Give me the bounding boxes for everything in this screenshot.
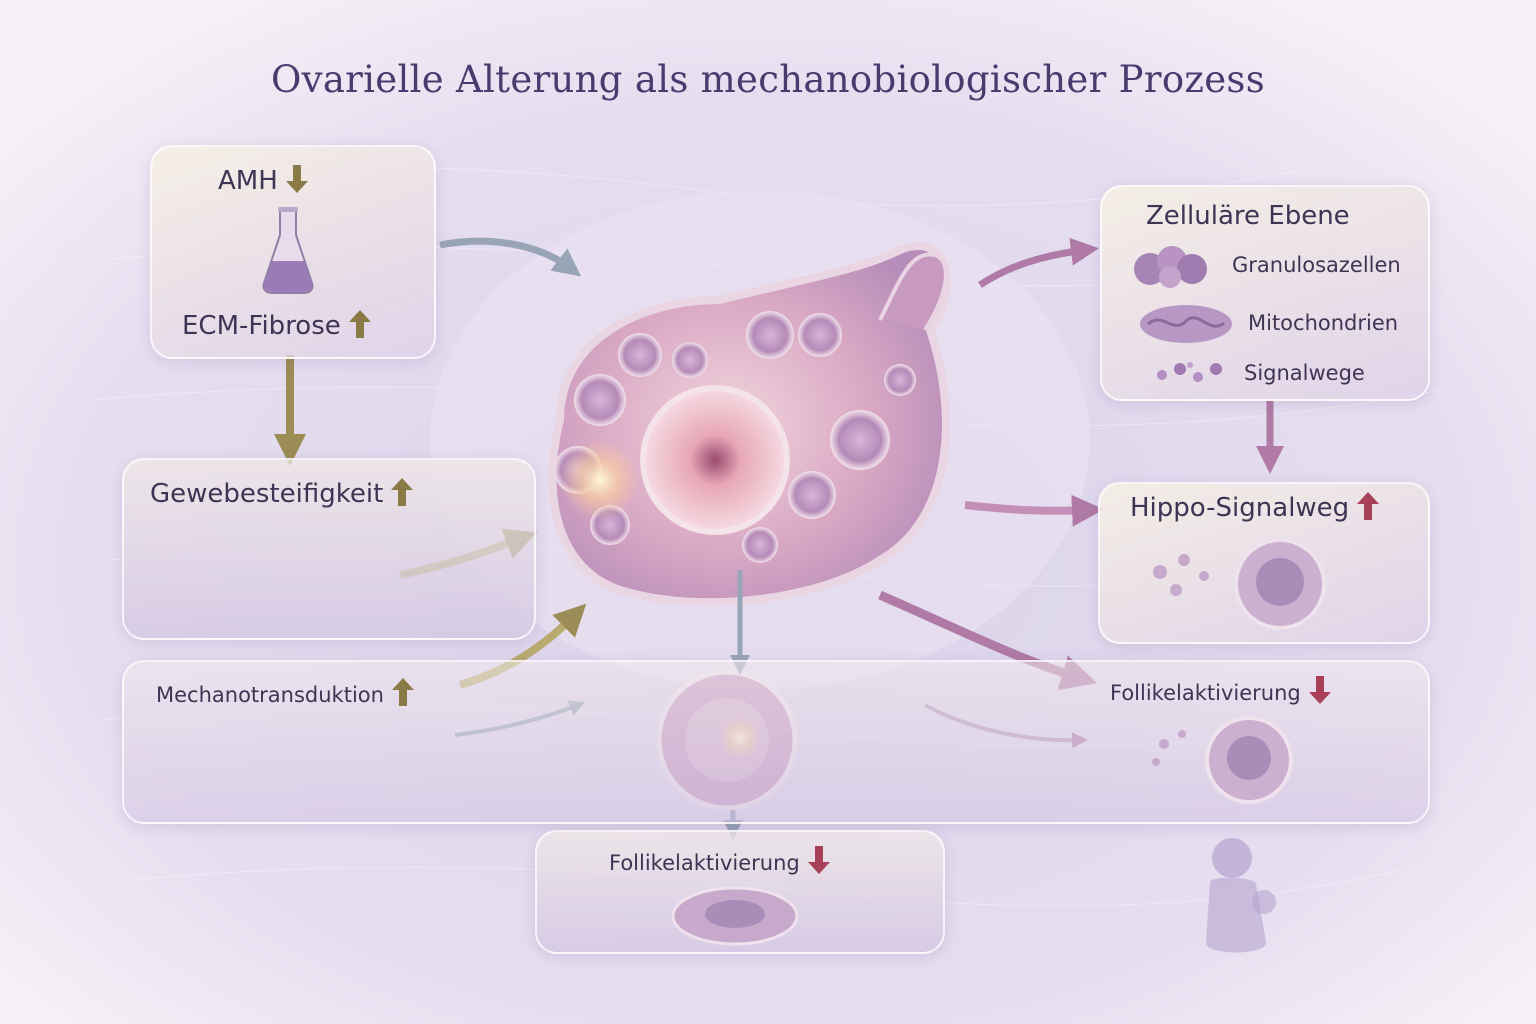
mechano-label: Mechanotransduktion — [156, 683, 384, 707]
hippo-label: Hippo-Signalweg — [1130, 493, 1349, 523]
follicle-right-label: Follikelaktivierung — [1110, 681, 1301, 705]
amh-label-row: AMH — [218, 165, 308, 196]
panel-cellular-level: Zelluläre Ebene Granulosazellen Mitochon… — [1100, 185, 1430, 401]
hippo-follicle-icon — [1140, 536, 1380, 636]
down-arrow-icon — [808, 846, 830, 874]
follicle-right-label-row: Follikelaktivierung — [1110, 676, 1331, 705]
granulosa-cells-icon — [1132, 243, 1212, 289]
follicle-bottom-icon — [665, 882, 805, 946]
stiffness-label: Gewebesteifigkeit — [150, 479, 383, 509]
cellular-item-granulosa: Granulosazellen — [1232, 253, 1401, 277]
panel-tissue-stiffness: Gewebesteifigkeit — [122, 458, 536, 640]
stiffness-label-row: Gewebesteifigkeit — [150, 478, 413, 509]
amh-label: AMH — [218, 166, 278, 196]
panel-mechanotransduction: Mechanotransduktion Follikelaktivierung — [122, 660, 1430, 824]
oocyte — [643, 388, 787, 532]
up-arrow-icon — [391, 478, 413, 506]
panel-amh-ecm: AMH ECM-Fibrose — [150, 145, 436, 359]
follicle-bottom-label-row: Follikelaktivierung — [609, 846, 830, 875]
follicle-bottom-label: Follikelaktivierung — [609, 851, 800, 875]
mitochondria-icon — [1138, 303, 1234, 345]
cellular-item-mitochondria: Mitochondrien — [1248, 311, 1398, 335]
cellular-item-signalwege: Signalwege — [1244, 361, 1365, 385]
cellular-heading: Zelluläre Ebene — [1146, 201, 1350, 231]
up-arrow-icon — [392, 678, 414, 706]
flask-icon — [260, 205, 316, 295]
panel-hippo: Hippo-Signalweg — [1098, 482, 1430, 644]
ecm-label: ECM-Fibrose — [182, 311, 341, 341]
hippo-label-row: Hippo-Signalweg — [1130, 492, 1379, 523]
signaling-dots-icon — [1154, 359, 1230, 387]
woman-silhouette-icon — [1180, 832, 1300, 962]
mechano-label-row: Mechanotransduktion — [156, 678, 414, 707]
panel-follicle-bottom: Follikelaktivierung — [535, 830, 945, 954]
page-title: Ovarielle Alterung als mechanobiologisch… — [0, 58, 1536, 101]
follicle-right-icon — [1134, 714, 1334, 810]
up-arrow-icon — [1357, 492, 1379, 520]
down-arrow-icon — [1309, 676, 1331, 704]
up-arrow-icon — [349, 310, 371, 338]
ecm-label-row: ECM-Fibrose — [182, 310, 371, 341]
down-arrow-icon — [286, 165, 308, 193]
